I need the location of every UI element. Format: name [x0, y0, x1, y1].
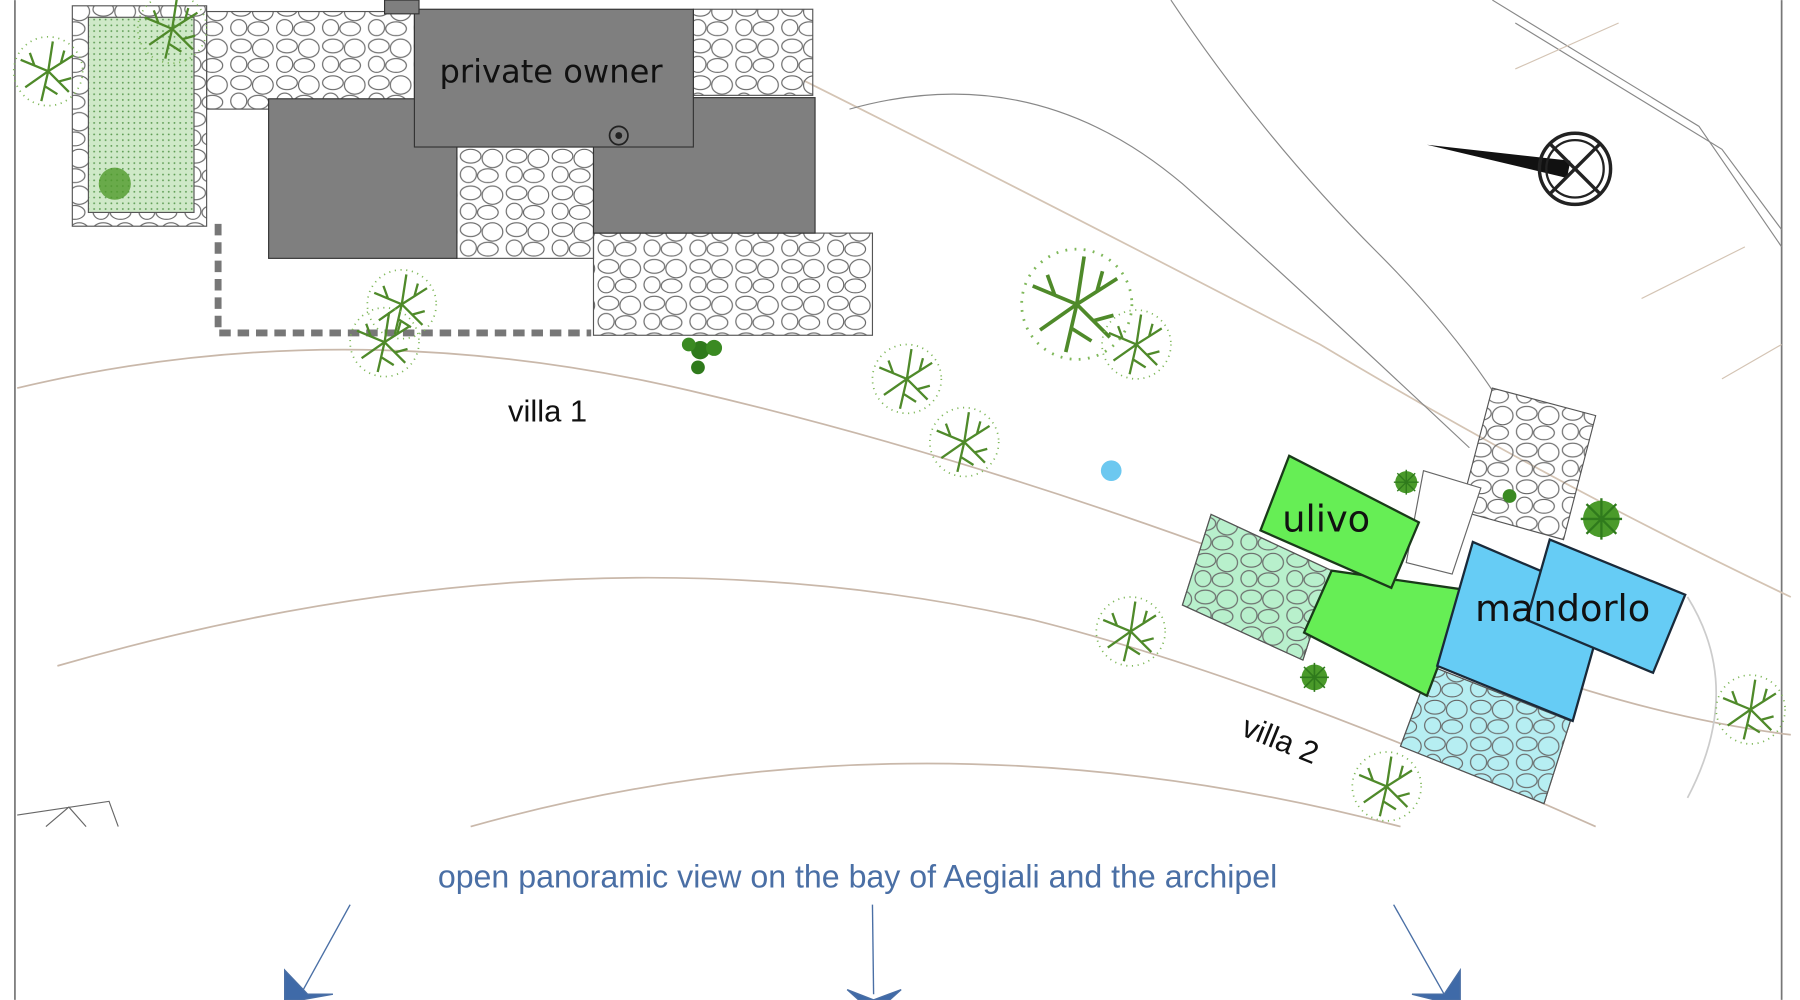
north-arrow-icon [1426, 131, 1613, 207]
label-villa-1: villa 1 [508, 393, 587, 428]
location-marker [1100, 460, 1122, 482]
label-private-owner: private owner [439, 53, 663, 91]
building-private-owner [413, 8, 694, 148]
label-villa-2: villa 2 [1237, 709, 1324, 771]
terrain-lines [849, 0, 1783, 449]
view-arrow-icon [871, 904, 875, 995]
view-arrows [284, 904, 1461, 1000]
structure-outline [17, 800, 119, 828]
villa-1-complex [71, 0, 874, 337]
view-arrow-icon [1393, 904, 1445, 995]
label-ulivo: ulivo [1282, 498, 1370, 541]
label-panoramic-view: open panoramic view on the bay of Aegial… [438, 858, 1277, 894]
label-mandorlo: mandorlo [1475, 587, 1650, 630]
trees [12, 0, 1787, 823]
mandorlo-upper [1525, 538, 1687, 675]
villa-2-complex [1181, 387, 1687, 805]
contour-lines [17, 79, 1792, 828]
ulivo-lower [1302, 569, 1469, 698]
ulivo-upper [1258, 454, 1421, 590]
view-arrow-icon [300, 904, 351, 995]
